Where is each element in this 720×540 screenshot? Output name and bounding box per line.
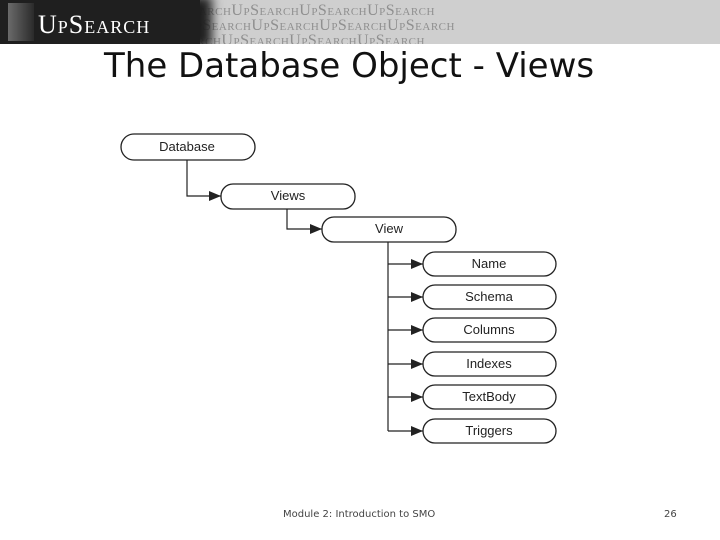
- property-label: TextBody: [462, 389, 516, 404]
- connector-database-views: [186, 160, 221, 201]
- logo-mark-icon: [8, 3, 34, 41]
- node-property-columns: Columns: [422, 317, 557, 343]
- property-label: Columns: [463, 322, 515, 337]
- property-label: Name: [472, 256, 507, 271]
- banner-pattern-line: UpSearchUpSearchUpSearchUpSearchUpSearch…: [0, 0, 720, 4]
- banner-pattern-line: UpSearchUpSearchUpSearchUpSearchUpSearch…: [0, 32, 425, 45]
- logo-text: UpSearch: [38, 10, 151, 39]
- node-property-name: Name: [422, 251, 557, 277]
- node-property-triggers: Triggers: [422, 418, 557, 444]
- node-property-indexes: Indexes: [422, 351, 557, 377]
- node-database: Database: [120, 133, 256, 161]
- connector-views-view: [286, 208, 322, 234]
- header-banner: UpSearchUpSearchUpSearchUpSearchUpSearch…: [0, 0, 720, 44]
- node-database-label: Database: [159, 139, 215, 154]
- node-property-textbody: TextBody: [422, 384, 557, 410]
- property-label: Indexes: [466, 356, 512, 371]
- property-label: Triggers: [465, 423, 513, 438]
- node-view: View: [321, 216, 457, 243]
- property-label: Schema: [465, 289, 513, 304]
- footer-module-text: Module 2: Introduction to SMO: [283, 509, 436, 520]
- node-property-schema: Schema: [422, 284, 557, 310]
- node-views: Views: [220, 183, 356, 210]
- logo: UpSearch: [0, 0, 200, 44]
- node-view-label: View: [375, 221, 404, 236]
- page-title: The Database Object - Views: [104, 46, 595, 86]
- node-views-label: Views: [271, 188, 306, 203]
- page-number: 26: [664, 509, 677, 520]
